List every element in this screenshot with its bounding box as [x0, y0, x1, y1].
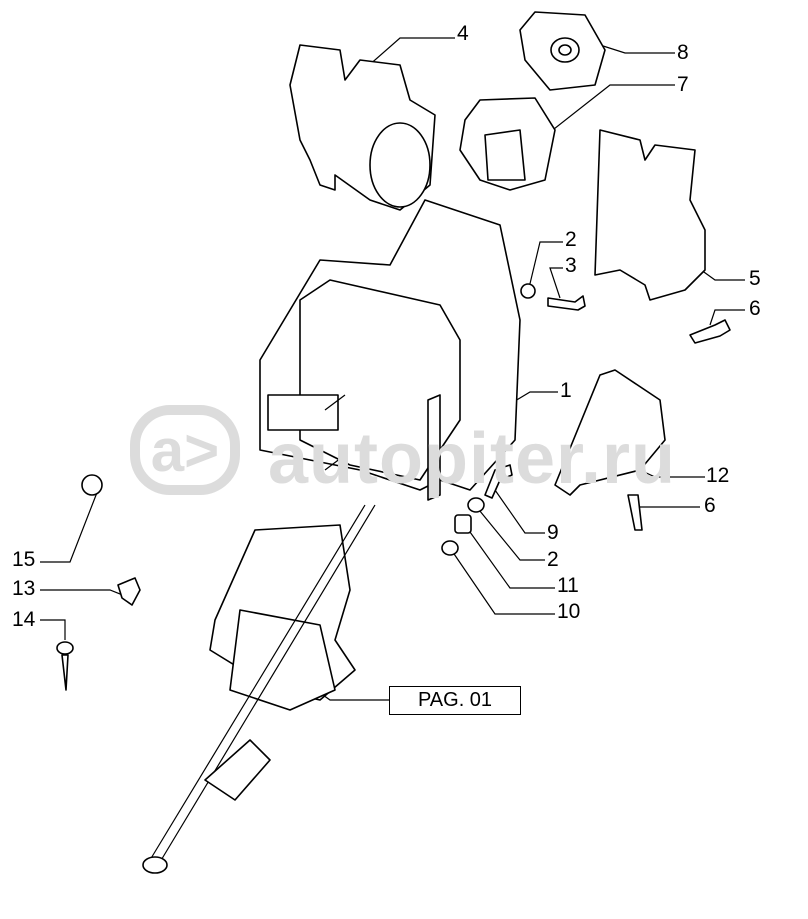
part-1-bracket: [259, 199, 521, 501]
page-reference-box: PAG. 01: [389, 686, 521, 715]
steering-column: [142, 504, 376, 874]
callout-12: 12: [706, 464, 730, 487]
callout-1: 1: [560, 379, 572, 402]
callout-4: 4: [457, 22, 469, 45]
callout-10: 10: [557, 600, 581, 623]
callout-7: 7: [677, 73, 689, 96]
callout-5: 5: [749, 267, 761, 290]
callout-2-lower: 2: [547, 548, 559, 571]
part-7-cap: [459, 97, 556, 191]
watermark-text: autopiter.ru: [268, 419, 677, 499]
callout-13: 13: [12, 577, 36, 600]
callout-6-lower: 6: [704, 494, 716, 517]
fasteners: [56, 283, 731, 691]
callout-15: 15: [12, 548, 36, 571]
callout-6: 6: [749, 297, 761, 320]
callout-11: 11: [557, 574, 579, 597]
watermark-logo: a>: [130, 405, 240, 495]
callout-9: 9: [547, 521, 559, 544]
part-5-cover: [594, 129, 706, 301]
part-8-cap: [519, 11, 606, 91]
part-12-cover: [554, 369, 666, 496]
callout-3: 3: [565, 254, 577, 277]
callout-14: 14: [12, 608, 36, 631]
callout-2: 2: [565, 228, 577, 251]
callout-8: 8: [677, 41, 689, 64]
part-4-cover: [289, 44, 436, 211]
